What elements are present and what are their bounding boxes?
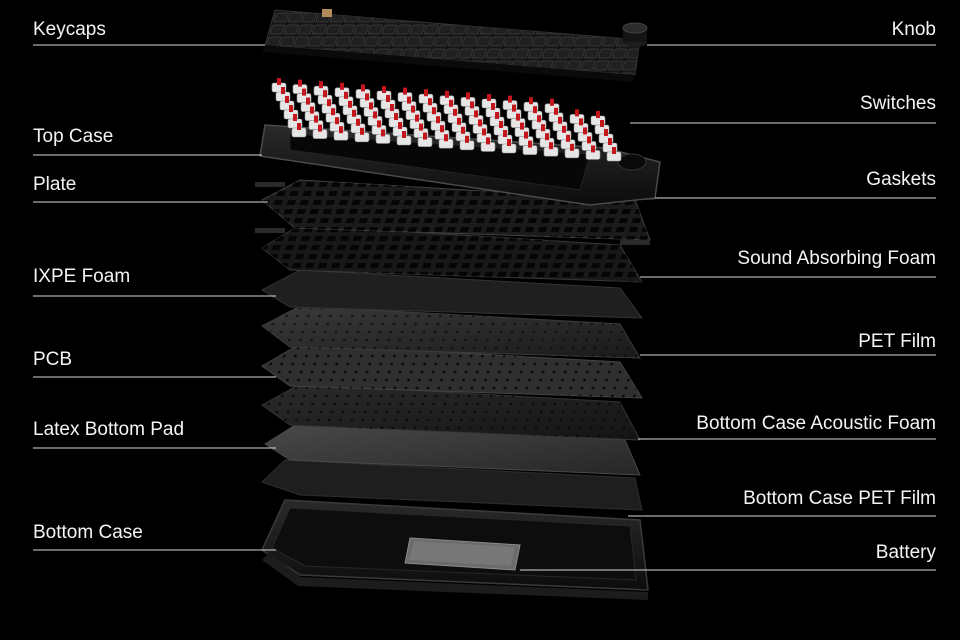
- switches-layer: [271, 78, 622, 162]
- leader-lines-left: [33, 44, 276, 551]
- label-top-case: Top Case: [33, 126, 114, 147]
- label-bottom-case: Bottom Case: [33, 522, 143, 543]
- plate-layer: [261, 179, 651, 241]
- knob: [622, 22, 648, 47]
- label-bottom-case-pet-film: Bottom Case PET Film: [743, 488, 936, 509]
- pcb-layer: [261, 343, 643, 399]
- label-pet-film: PET Film: [858, 331, 936, 352]
- switch: [438, 134, 454, 149]
- sound-absorbing-foam-layer: [261, 224, 643, 283]
- switch: [480, 137, 496, 152]
- bottom-case-pet-film-layer: [261, 459, 643, 511]
- label-battery: Battery: [875, 542, 936, 563]
- switch: [585, 145, 601, 160]
- leader-lines-right: [520, 44, 936, 571]
- keycaps-layer: [262, 9, 641, 82]
- label-bottom-case-acoustic-foam: Bottom Case Acoustic Foam: [696, 413, 936, 434]
- label-sound-absorbing-foam: Sound Absorbing Foam: [737, 248, 936, 269]
- switch: [501, 139, 517, 154]
- switch: [396, 131, 412, 146]
- latex-bottom-pad-layer: [261, 383, 641, 441]
- label-pcb: PCB: [33, 349, 73, 370]
- label-knob: Knob: [891, 19, 936, 40]
- switch: [333, 126, 349, 141]
- switch: [312, 124, 328, 139]
- ixpe-foam-layer: [260, 269, 644, 319]
- switch: [543, 142, 559, 157]
- switch: [417, 132, 433, 147]
- switch: [522, 140, 538, 155]
- switch: [354, 127, 370, 143]
- pet-film-layer: [261, 305, 641, 359]
- switch: [375, 129, 391, 144]
- battery: [404, 537, 521, 571]
- label-keycaps: Keycaps: [33, 19, 106, 40]
- switch: [459, 135, 475, 151]
- label-plate: Plate: [33, 174, 77, 195]
- label-latex-bottom-pad: Latex Bottom Pad: [33, 419, 185, 440]
- switch: [606, 147, 622, 162]
- label-switches: Switches: [859, 93, 936, 114]
- label-gaskets: Gaskets: [866, 169, 936, 190]
- switch: [564, 143, 580, 159]
- switch: [291, 123, 307, 138]
- label-ixpe-foam: IXPE Foam: [33, 266, 131, 287]
